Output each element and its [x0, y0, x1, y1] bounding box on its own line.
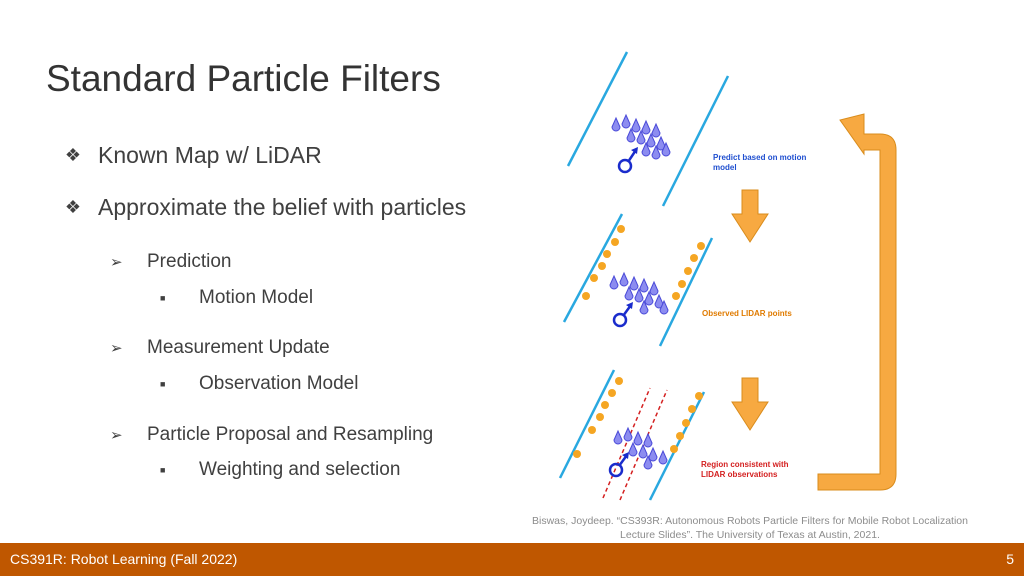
bullet-text: Motion Model — [199, 287, 314, 308]
loop-arrow-icon — [817, 113, 897, 491]
region-label-cont: LIDAR observations — [701, 470, 778, 479]
bullet-text: Weighting and selection — [199, 459, 401, 480]
wall-line — [558, 369, 616, 479]
diamond-bullet-icon: ❖ — [64, 197, 82, 217]
resampling-panel: Region consistent with LIDAR observation… — [558, 369, 789, 501]
square-bullet-icon: ■ — [160, 465, 166, 475]
region-boundary — [602, 387, 651, 499]
down-arrow-icon — [731, 189, 769, 243]
arrowhead-bullet-icon: ➢ — [110, 427, 123, 444]
arrowhead-bullet-icon: ➢ — [110, 340, 123, 357]
bullet-text: Known Map w/ LiDAR — [98, 142, 322, 168]
observed-label: Observed LIDAR points — [702, 309, 792, 318]
region-label: Region consistent with — [701, 460, 789, 469]
predict-label-cont: model — [713, 163, 737, 172]
bullet-text: Approximate the belief with particles — [98, 194, 467, 220]
particle-filter-diagram: Predict based on motion model — [558, 51, 897, 501]
bullet-prediction: ➢ Prediction — [110, 251, 232, 273]
citation-line: Lecture Slides”. The University of Texas… — [620, 529, 880, 541]
prediction-panel: Predict based on motion model — [566, 51, 806, 207]
course-label: CS391R: Robot Learning (Fall 2022) — [10, 551, 238, 567]
bullet-proposal-resampling: ➢ Particle Proposal and Resampling — [110, 424, 433, 446]
bullet-observation-model: ■ Observation Model — [160, 373, 358, 395]
square-bullet-icon: ■ — [160, 379, 166, 389]
square-bullet-icon: ■ — [160, 293, 166, 303]
bullet-measurement-update: ➢ Measurement Update — [110, 337, 330, 359]
bullet-text: Prediction — [147, 251, 232, 272]
slide-title: Standard Particle Filters — [46, 58, 441, 99]
robot-icon — [612, 302, 633, 328]
robot-icon — [608, 452, 629, 478]
wall-line — [661, 75, 730, 207]
page-number: 5 — [1006, 551, 1014, 567]
wall-line — [658, 237, 714, 347]
lidar-points — [582, 225, 705, 300]
particle-cloud — [609, 271, 669, 315]
wall-line — [562, 213, 624, 323]
diamond-bullet-icon: ❖ — [64, 145, 82, 165]
footer-bar: CS391R: Robot Learning (Fall 2022) 5 — [0, 543, 1024, 576]
bullet-motion-model: ■ Motion Model — [160, 287, 313, 309]
particle-cloud — [611, 113, 671, 160]
bullet-known-map: ❖ Known Map w/ LiDAR — [60, 142, 322, 169]
bullet-text: Particle Proposal and Resampling — [147, 424, 434, 445]
lidar-points — [573, 377, 703, 458]
wall-line — [566, 51, 629, 167]
down-arrow-icon — [731, 377, 769, 431]
predict-label: Predict based on motion — [713, 153, 806, 162]
bullet-approximate: ❖ Approximate the belief with particles — [60, 194, 466, 221]
robot-icon — [617, 147, 638, 174]
arrowhead-bullet-icon: ➢ — [110, 254, 123, 271]
bullet-text: Observation Model — [199, 373, 359, 394]
measurement-panel: Observed LIDAR points — [562, 213, 792, 347]
bullet-weighting-selection: ■ Weighting and selection — [160, 459, 400, 481]
particle-cloud — [613, 426, 668, 470]
citation-line: Biswas, Joydeep. “CS393R: Autonomous Rob… — [532, 515, 968, 527]
citation: Biswas, Joydeep. “CS393R: Autonomous Rob… — [490, 514, 1010, 542]
bullet-text: Measurement Update — [147, 337, 330, 358]
